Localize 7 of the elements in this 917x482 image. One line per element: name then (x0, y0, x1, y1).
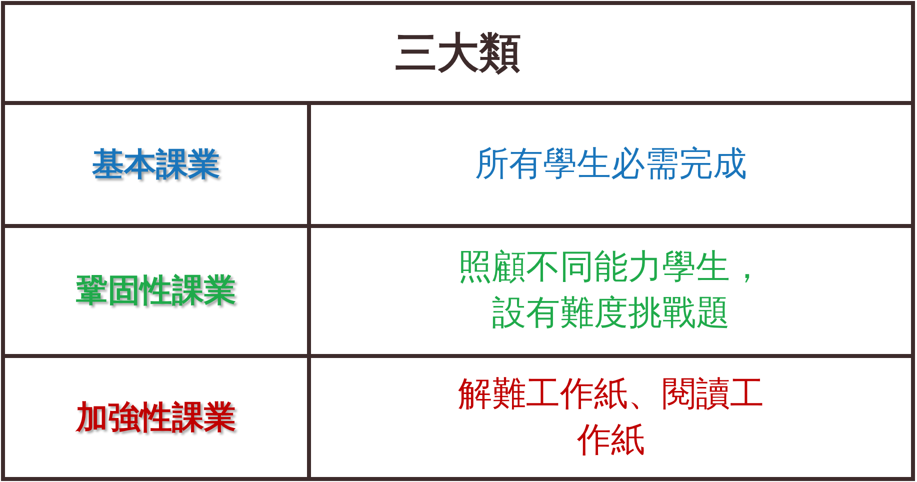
description-text: 照顧不同能力學生，設有難度挑戰題 (457, 246, 765, 335)
table-title: 三大類 (395, 28, 521, 77)
category-label: 鞏固性課業 (76, 271, 236, 309)
description-text: 所有學生必需完成 (475, 142, 747, 186)
category-label: 基本課業 (92, 144, 220, 182)
description-text: 解難工作紙、閱讀工作紙 (457, 372, 765, 462)
category-label: 加強性課業 (76, 398, 236, 436)
